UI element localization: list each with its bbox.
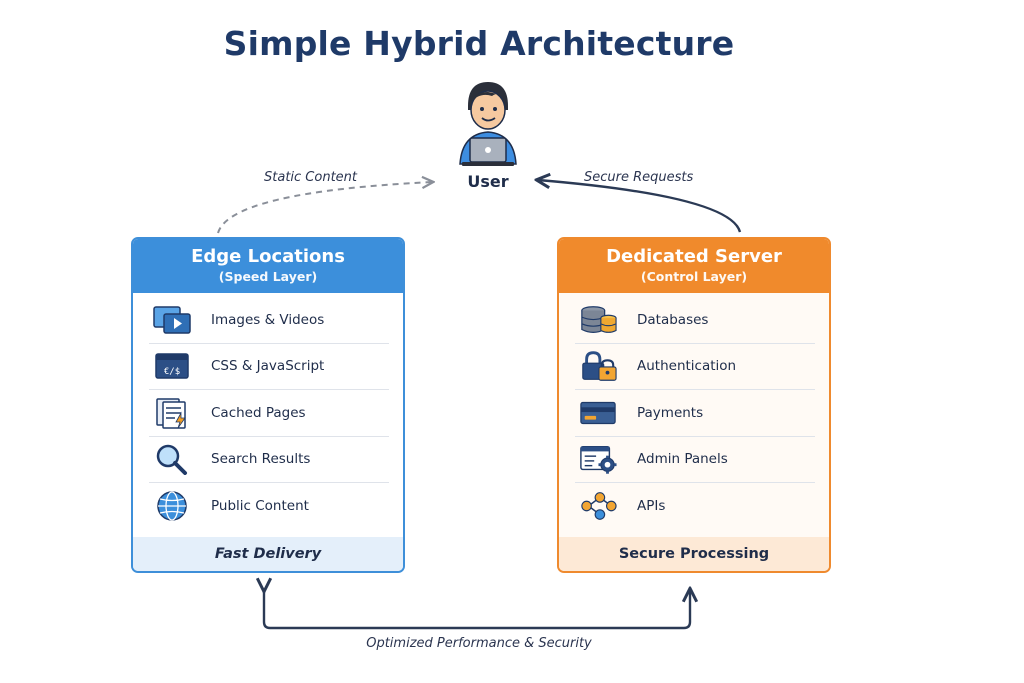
static-content-arrow (217, 182, 432, 234)
api-icon (579, 490, 617, 522)
item-label: APIs (637, 498, 666, 515)
list-item: Databases (575, 297, 815, 344)
list-item: Images & Videos (149, 297, 389, 344)
secure-requests-arrow (538, 180, 742, 233)
server-panel-footer: Secure Processing (559, 537, 829, 571)
user-label: User (467, 172, 509, 191)
lock-icon (579, 350, 617, 382)
card-icon (579, 397, 617, 429)
svg-text:€/$: €/$ (164, 367, 180, 377)
item-label: Cached Pages (211, 404, 306, 421)
list-item: Search Results (149, 437, 389, 483)
edge-panel-footer: Fast Delivery (133, 537, 403, 571)
list-item: Public Content (149, 483, 389, 530)
media-icon (153, 304, 191, 336)
user-avatar-icon (459, 82, 517, 166)
item-label: Search Results (211, 451, 311, 468)
performance-security-arrow (264, 590, 690, 630)
secure-requests-label: Secure Requests (584, 170, 694, 185)
item-label: Images & Videos (211, 311, 325, 328)
item-label: Admin Panels (637, 451, 728, 468)
edge-panel-header: Edge Locations (Speed Layer) (133, 239, 403, 293)
server-panel-header: Dedicated Server (Control Layer) (559, 239, 829, 293)
item-label: Public Content (211, 498, 309, 515)
list-item: Payments (575, 390, 815, 437)
edge-panel-title: Edge Locations (191, 246, 345, 267)
search-icon (153, 443, 191, 476)
edge-item-list: Images & Videos €/$ CSS & JavaScript (133, 293, 403, 539)
admin-panel-icon (579, 443, 617, 475)
database-icon (579, 304, 617, 336)
server-item-list: Databases Authentication (559, 293, 829, 539)
item-label: CSS & JavaScript (211, 358, 325, 375)
list-item: APIs (575, 483, 815, 530)
list-item: Admin Panels (575, 437, 815, 483)
diagram-title: Simple Hybrid Architecture (223, 24, 735, 63)
static-content-label: Static Content (264, 170, 358, 185)
user-node (440, 76, 536, 196)
item-label: Databases (637, 311, 709, 328)
globe-icon (153, 490, 191, 522)
server-panel-title: Dedicated Server (606, 246, 782, 267)
cached-pages-icon (153, 397, 191, 429)
code-icon: €/$ (153, 350, 191, 382)
list-item: Cached Pages (149, 390, 389, 437)
edge-panel-subtitle: (Speed Layer) (218, 269, 318, 284)
edge-locations-panel: Edge Locations (Speed Layer) Images & Vi… (131, 237, 405, 573)
list-item: €/$ CSS & JavaScript (149, 344, 389, 390)
performance-security-label: Optimized Performance & Security (366, 636, 592, 651)
dedicated-server-panel: Dedicated Server (Control Layer) Databas… (557, 237, 831, 573)
item-label: Authentication (637, 358, 737, 375)
server-panel-subtitle: (Control Layer) (640, 269, 748, 284)
item-label: Payments (637, 404, 704, 421)
list-item: Authentication (575, 344, 815, 390)
